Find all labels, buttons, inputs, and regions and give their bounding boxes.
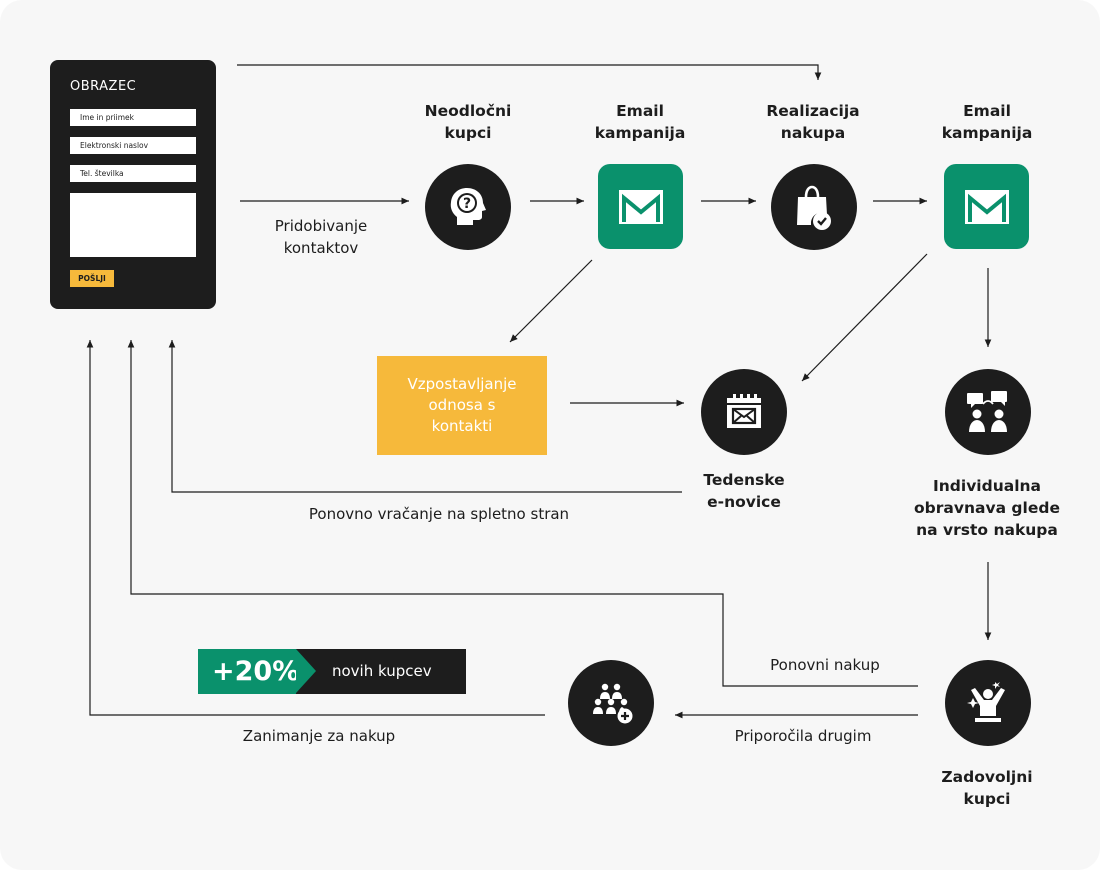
label-zanimanje-za-nakup: Zanimanje za nakup (242, 727, 396, 745)
stat-text: novih kupcev (332, 662, 432, 680)
form-title: OBRAZEC (70, 79, 137, 94)
stat-value: +20% (198, 649, 299, 694)
node-email-kampanija-2 (944, 164, 1029, 249)
label-priporocila-drugim: Priporočila drugim (734, 727, 872, 745)
arrow-ponovni-nakup-to-form (127, 340, 918, 687)
node-email-kampanija-1 (598, 164, 683, 249)
node-tedenske-enovice (701, 369, 787, 455)
label-ponovno-vracanje: Ponovno vračanje na spletno stran (308, 505, 570, 523)
arrow-email2-to-enovice (801, 253, 928, 382)
label-vzpostavljanje-odnosa: Vzpostavljanje odnosa s kontakti (407, 375, 517, 435)
form-field-name: Ime in priimek (70, 109, 196, 126)
head-question-icon: ? (450, 188, 486, 225)
form-message-area (70, 193, 196, 257)
arrow-email1-to-odnos (509, 259, 593, 343)
arrow-enovice-to-form (168, 340, 682, 493)
arrow-priporocila-to-form (86, 340, 545, 716)
shopping-bag-check-icon (797, 185, 831, 230)
node-individualna-obravnava (945, 369, 1031, 455)
celebrating-person-icon (967, 682, 1005, 722)
form-field-phone: Tel. številka (70, 165, 196, 182)
node-priporocila (568, 660, 654, 746)
contact-form-card: OBRAZEC Ime in priimek Elektronski naslo… (50, 60, 216, 309)
form-field-email: Elektronski naslov (70, 137, 196, 154)
svg-text:?: ? (463, 196, 471, 212)
stat-arrow-shape (296, 649, 316, 693)
stat-banner: +20% novih kupcev (198, 649, 466, 694)
form-submit-button: POŠLJI (70, 270, 114, 287)
group-add-icon (593, 683, 633, 724)
mail-icon (618, 189, 663, 224)
arrow-form-to-realizacija (237, 64, 822, 80)
node-vzpostavljanje-odnosa: Vzpostavljanje odnosa s kontakti (377, 356, 547, 455)
label-ponovni-nakup: Ponovni nakup (770, 656, 880, 674)
node-zadovoljni-kupci (945, 660, 1031, 746)
node-realizacija-nakupa (771, 164, 857, 250)
people-speech-icon (967, 391, 1007, 432)
calendar-mail-icon (727, 394, 761, 428)
node-neodlocni-kupci: ? (425, 164, 511, 250)
mail-icon (964, 189, 1009, 224)
